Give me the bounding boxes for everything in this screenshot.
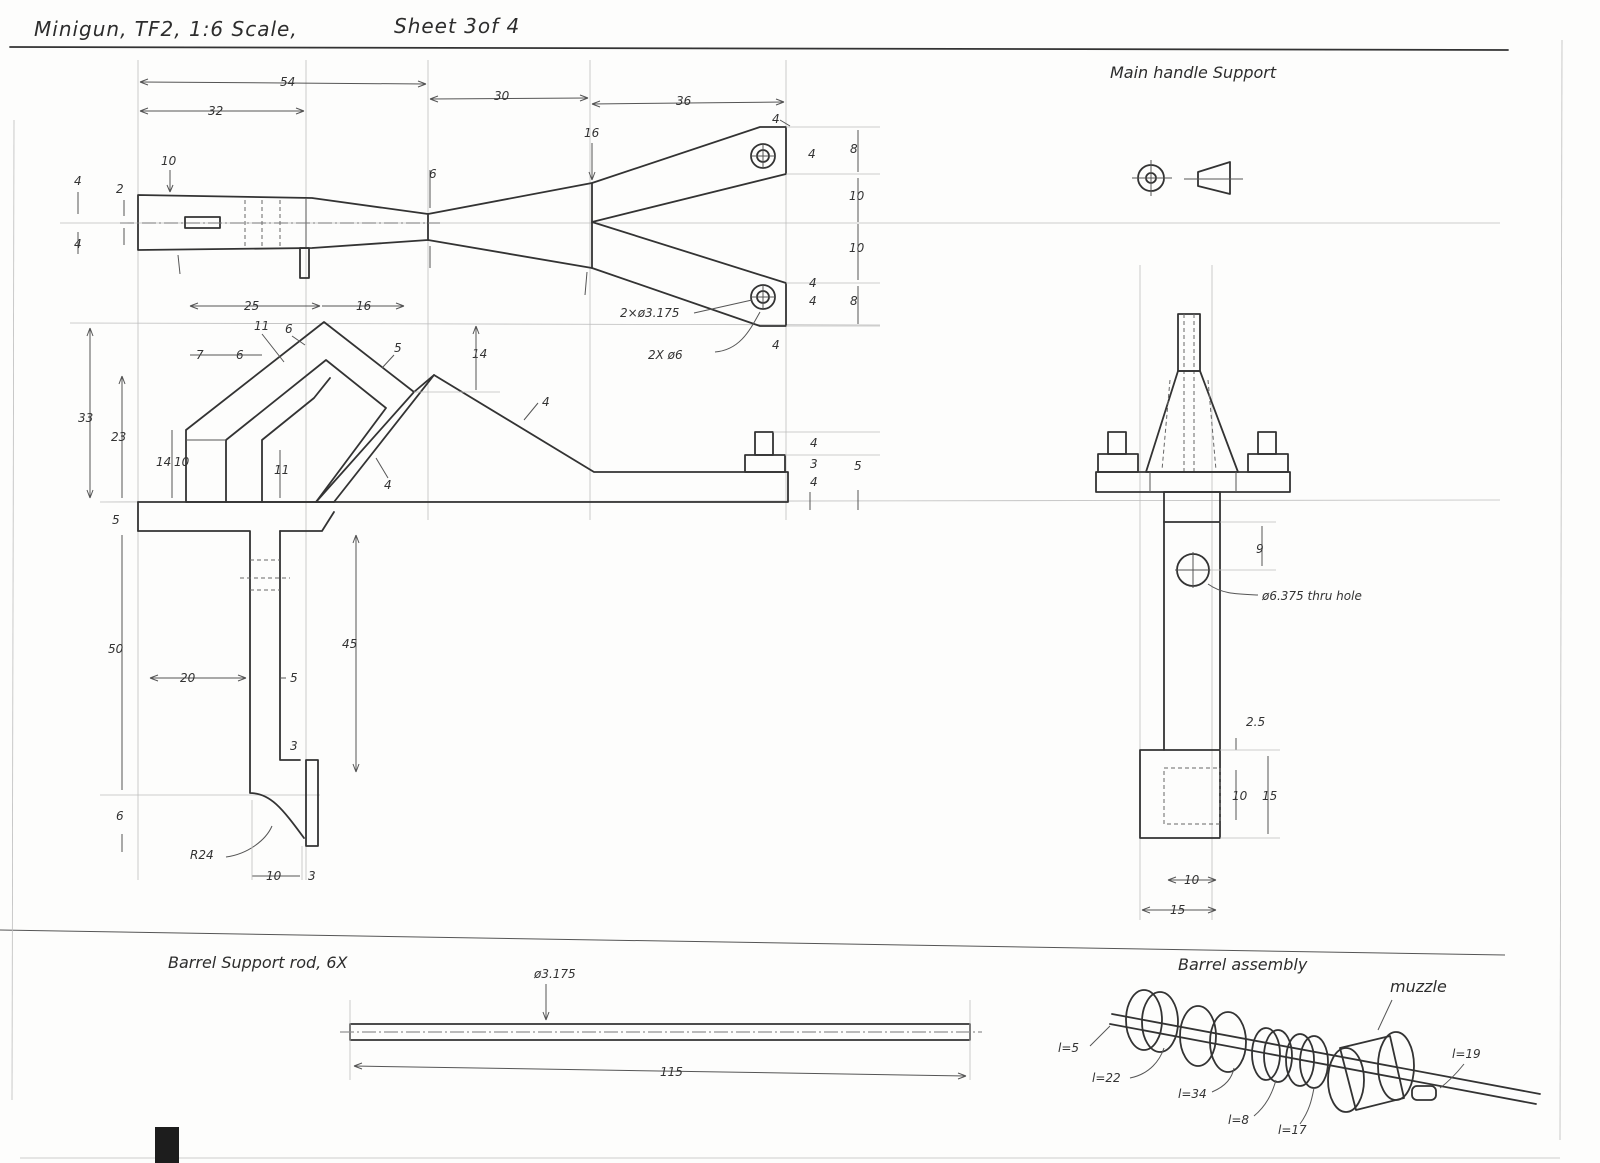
dim-25: 25 bbox=[244, 299, 259, 313]
barrel-support-rod: Barrel Support rod, 6X ø3.175 115 bbox=[168, 953, 982, 1080]
rod-title: Barrel Support rod, 6X bbox=[168, 953, 349, 972]
dim-2: 2 bbox=[116, 182, 124, 196]
len-17: l=17 bbox=[1278, 1123, 1307, 1137]
dim-4-diag-a: 4 bbox=[542, 395, 550, 409]
radius-24: R24 bbox=[190, 848, 214, 862]
assembly-labels: l=5 l=22 l=34 l=8 l=17 l=19 bbox=[1058, 1025, 1481, 1137]
dim-45: 45 bbox=[342, 637, 357, 651]
dim-10-upper: 10 bbox=[849, 189, 865, 203]
dim-14-side: 14 bbox=[472, 347, 487, 361]
dim-10-socket: 10 bbox=[1232, 789, 1248, 803]
dim-14-left: 14 bbox=[156, 455, 171, 469]
dim-4-lower2: 4 bbox=[809, 294, 817, 308]
len-19: l=19 bbox=[1452, 1047, 1481, 1061]
dim-4-lower: 4 bbox=[809, 276, 817, 290]
dim-8-top: 8 bbox=[850, 142, 858, 156]
dim-36: 36 bbox=[676, 94, 692, 108]
main-handle-title: Main handle Support bbox=[1110, 63, 1277, 82]
dim-4-hole: 4 bbox=[808, 147, 816, 161]
sheet-number: Sheet 3of 4 bbox=[394, 14, 520, 38]
dim-4-bot: 4 bbox=[74, 237, 82, 251]
rod-diameter: ø3.175 bbox=[533, 967, 576, 981]
dim-32: 32 bbox=[208, 104, 223, 118]
dim-4-top: 4 bbox=[74, 174, 82, 188]
hole-small-label: 2×ø3.175 bbox=[620, 306, 679, 320]
dim-16-side: 16 bbox=[356, 299, 372, 313]
side-view bbox=[137, 321, 789, 847]
dim-3-slot: 3 bbox=[290, 739, 298, 753]
dim-5-frac: 5 bbox=[854, 459, 862, 473]
muzzle-label: muzzle bbox=[1390, 977, 1447, 996]
dim-4-diag-b: 4 bbox=[384, 478, 392, 492]
dim-3-bottom: 3 bbox=[308, 869, 316, 883]
dim-5-plate: 5 bbox=[112, 513, 120, 527]
dim-10-bottom: 10 bbox=[266, 869, 282, 883]
dim-20: 20 bbox=[180, 671, 196, 685]
sheet-frame bbox=[0, 39, 1563, 1163]
assembly-title: Barrel assembly bbox=[1178, 955, 1308, 974]
dim-6-bottom: 6 bbox=[116, 809, 124, 823]
dim-54: 54 bbox=[280, 75, 295, 89]
width-15: 15 bbox=[1170, 903, 1185, 917]
len-34: l=34 bbox=[1178, 1087, 1207, 1101]
dim-6-side-b: 6 bbox=[285, 322, 293, 336]
dim-4-bottom-tab: 4 bbox=[772, 338, 780, 352]
dim-50: 50 bbox=[108, 642, 124, 656]
dim-33: 33 bbox=[78, 411, 93, 425]
len-8: l=8 bbox=[1228, 1113, 1249, 1127]
dim-9: 9 bbox=[1256, 542, 1264, 556]
len-22: l=22 bbox=[1092, 1071, 1121, 1085]
dim-16: 16 bbox=[584, 126, 600, 140]
dim-4-base: 4 bbox=[810, 475, 818, 489]
thru-hole-label: ø6.375 thru hole bbox=[1261, 589, 1362, 603]
dim-4-post: 4 bbox=[810, 436, 818, 450]
dim-5-side-a: 5 bbox=[394, 341, 402, 355]
hole-large-label: 2X ø6 bbox=[648, 348, 683, 362]
dim-30: 30 bbox=[494, 89, 510, 103]
dim-3-post: 3 bbox=[810, 457, 818, 471]
side-view-dimensions: 25 16 33 23 7 6 11 6 5 14 14 10 11 4 4 4 bbox=[78, 299, 880, 883]
dim-11-side: 11 bbox=[254, 319, 269, 333]
rod-length: 115 bbox=[660, 1065, 683, 1079]
dim-10-lower: 10 bbox=[849, 241, 865, 255]
dim-11-inner: 11 bbox=[274, 463, 289, 477]
len-5: l=5 bbox=[1058, 1041, 1079, 1055]
drawing-title: Minigun, TF2, 1:6 Scale, bbox=[34, 17, 298, 41]
handle-dimensions: 9 ø6.375 thru hole 2.5 10 15 10 15 bbox=[1141, 521, 1362, 917]
dim-10-left: 10 bbox=[174, 455, 190, 469]
dim-2-5: 2.5 bbox=[1246, 715, 1265, 729]
dim-5-slot: 5 bbox=[290, 671, 298, 685]
construction-lines bbox=[60, 60, 1501, 920]
top-view-dimensions: 54 32 30 36 16 10 4 2 4 6 4 8 4 10 10 bbox=[74, 75, 865, 362]
dim-6-neck: 6 bbox=[429, 167, 437, 181]
width-10: 10 bbox=[1184, 873, 1200, 887]
dim-10: 10 bbox=[161, 154, 177, 168]
dim-23: 23 bbox=[111, 430, 126, 444]
dim-4-tab: 4 bbox=[772, 112, 780, 126]
top-view bbox=[120, 126, 880, 327]
dim-8-bot: 8 bbox=[850, 294, 858, 308]
main-handle-support: Main handle Support bbox=[1095, 63, 1291, 839]
barrel-assembly: Barrel assembly muzzle bbox=[1109, 955, 1541, 1113]
dim-15-socket: 15 bbox=[1262, 789, 1277, 803]
